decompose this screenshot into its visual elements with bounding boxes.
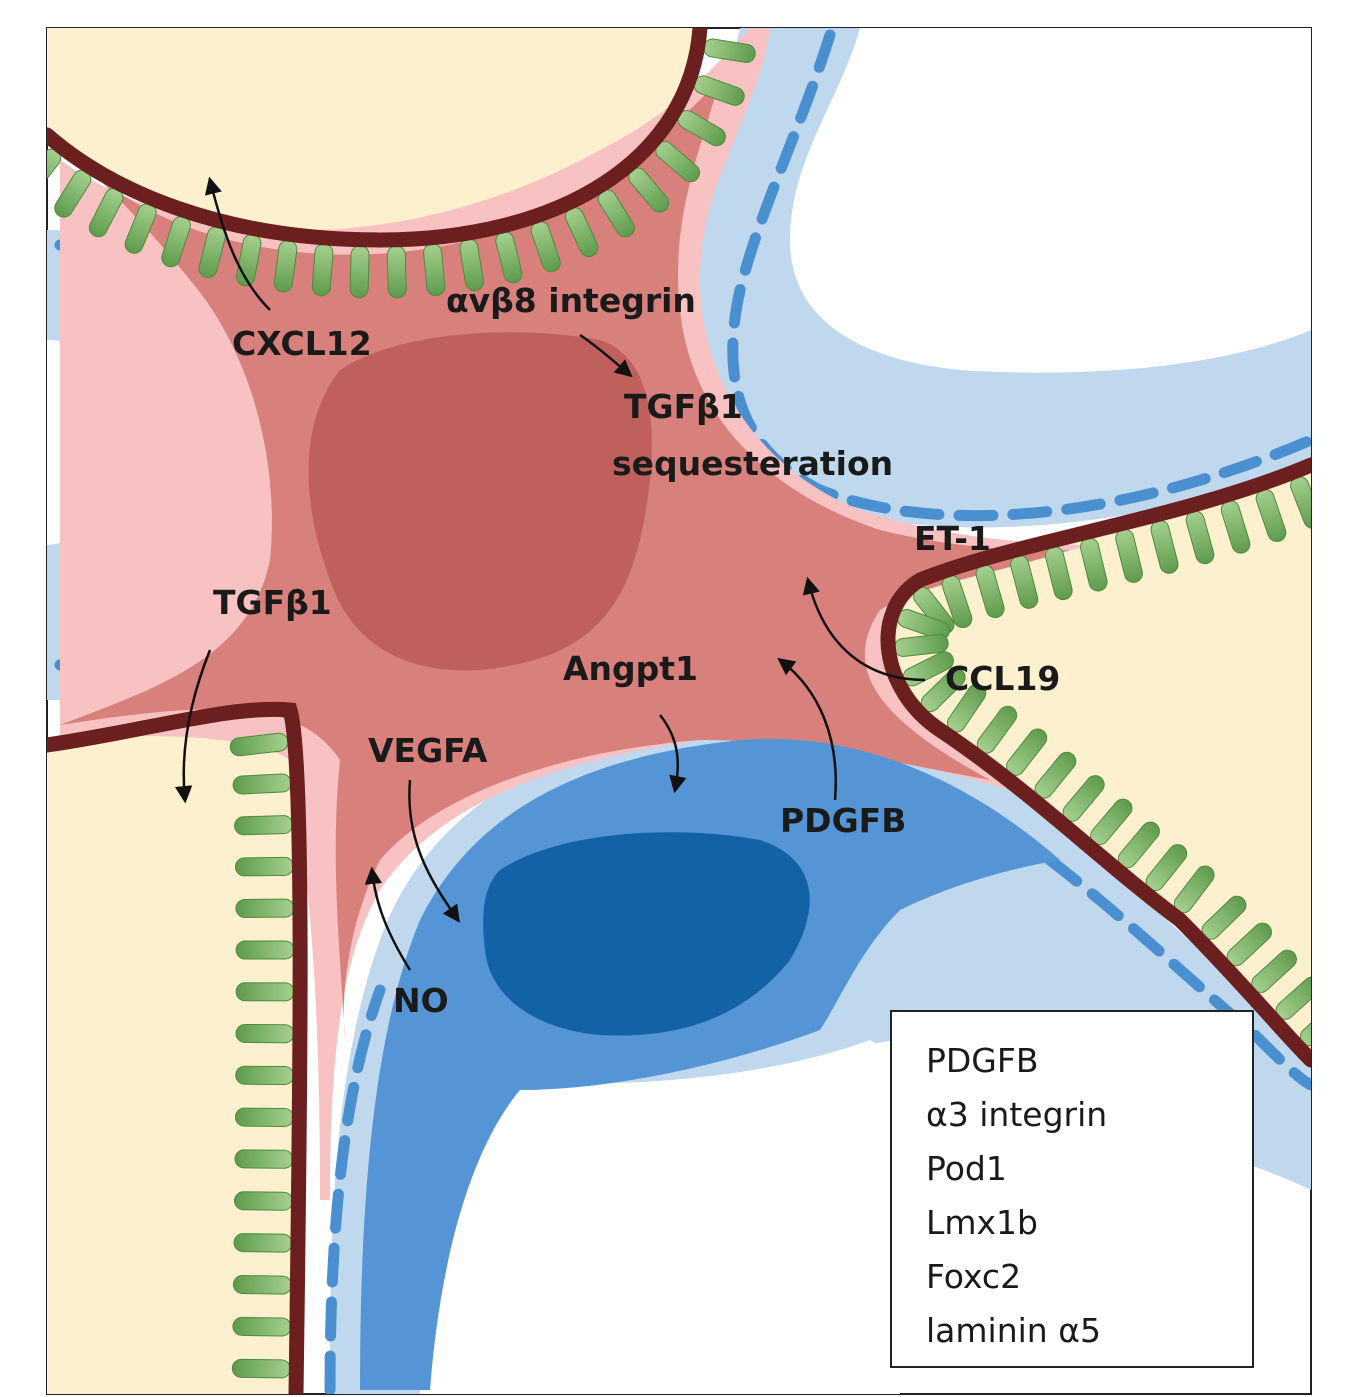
legend-item: Foxc2	[926, 1250, 1252, 1304]
legend-item: PDGFB	[926, 1034, 1252, 1088]
podocyte-foot-process	[234, 815, 292, 835]
label-vegfa: VEGFA	[368, 731, 488, 770]
podocyte-foot-process	[312, 243, 334, 296]
legend-item: laminin α5	[926, 1304, 1252, 1358]
podocyte-foot-process	[234, 1234, 292, 1253]
legend-item: Pod1	[926, 1142, 1252, 1196]
podocyte-foot-process	[236, 983, 294, 1001]
label-avb8-integrin: αvβ8 integrin	[446, 281, 696, 320]
label-et1: ET-1	[914, 519, 991, 558]
mesangial-nucleus	[309, 332, 652, 670]
podocyte-foot-process	[233, 1275, 291, 1294]
podocyte-foot-process	[236, 1024, 294, 1042]
label-no: NO	[393, 981, 449, 1020]
label-pdgfb: PDGFB	[780, 801, 906, 840]
podocyte-foot-process	[236, 941, 294, 959]
podocyte-foot-process	[232, 1359, 290, 1378]
podocyte-foot-process	[387, 246, 406, 298]
podocyte-foot-process	[236, 899, 294, 917]
label-ccl19: CCL19	[945, 659, 1060, 698]
podocyte-foot-process	[233, 774, 292, 795]
podocyte-foot-process	[235, 857, 293, 876]
podocyte-foot-process	[236, 1066, 294, 1084]
legend-item: α3 integrin	[926, 1088, 1252, 1142]
podocyte-foot-process	[350, 245, 369, 297]
label-angpt1: Angpt1	[563, 649, 698, 688]
label-tgfb1: TGFβ1	[213, 583, 332, 622]
label-cxcl12: CXCL12	[232, 324, 372, 363]
label-tgfb1-sequestration-line1: TGFβ1	[624, 387, 743, 426]
podocyte-foot-process	[235, 1108, 293, 1127]
capillary-top-right-lumen	[790, 28, 1311, 373]
podocyte-foot-process	[233, 1317, 291, 1336]
podocyte-foot-process	[235, 1150, 293, 1169]
label-tgfb1-sequestration-line2: sequesteration	[612, 444, 893, 483]
legend-item: Lmx1b	[926, 1196, 1252, 1250]
gene-legend: PDGFB α3 integrin Pod1 Lmx1b Foxc2 lamin…	[890, 1010, 1254, 1368]
podocyte-foot-process	[234, 1192, 292, 1211]
